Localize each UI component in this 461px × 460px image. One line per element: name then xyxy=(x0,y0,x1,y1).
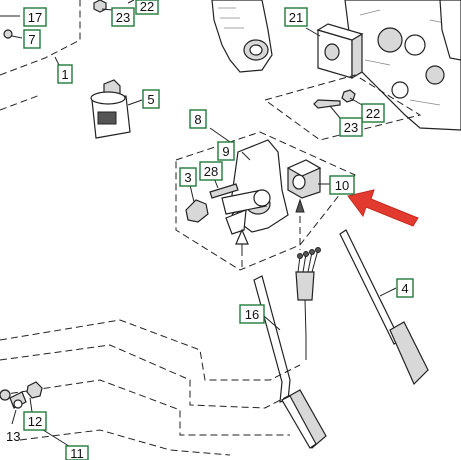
svg-text:22: 22 xyxy=(140,0,154,14)
floor-outline xyxy=(0,319,301,456)
callout-17[interactable]: 17 xyxy=(23,7,47,27)
callout-9[interactable]: 9 xyxy=(217,141,235,161)
callout-12[interactable]: 12 xyxy=(23,411,47,431)
callout-11[interactable]: 11 xyxy=(65,445,89,460)
svg-text:21: 21 xyxy=(289,10,303,25)
knob-3 xyxy=(185,184,209,223)
callout-5[interactable]: 5 xyxy=(142,89,160,109)
callout-16[interactable]: 16 xyxy=(239,304,265,324)
bottom-left-fasteners xyxy=(0,381,73,449)
svg-text:4: 4 xyxy=(401,281,408,296)
label-13: 13 xyxy=(6,429,20,444)
bolt-icon xyxy=(3,29,23,39)
callout-22-top[interactable]: 22 xyxy=(135,0,159,15)
wire-harness xyxy=(295,247,321,360)
svg-text:5: 5 xyxy=(147,92,154,107)
mid-bolts xyxy=(313,89,365,119)
svg-text:7: 7 xyxy=(28,32,35,47)
callout-22-mid[interactable]: 22 xyxy=(361,103,385,123)
assembly-arrows xyxy=(235,198,305,270)
bracket-21 xyxy=(305,23,364,80)
frame-mount-outline xyxy=(264,74,422,141)
callout-7[interactable]: 7 xyxy=(23,29,41,49)
callout-4[interactable]: 4 xyxy=(396,278,414,298)
svg-text:28: 28 xyxy=(204,164,218,179)
svg-text:11: 11 xyxy=(70,446,84,460)
pedal-rod-4 xyxy=(339,229,429,386)
svg-text:12: 12 xyxy=(28,414,42,429)
switch-10 xyxy=(286,159,332,199)
callout-3[interactable]: 3 xyxy=(179,167,197,187)
svg-text:1: 1 xyxy=(61,67,68,82)
svg-text:22: 22 xyxy=(366,106,380,121)
callout-1[interactable]: 1 xyxy=(57,64,73,84)
top-left-assembly xyxy=(0,0,81,111)
tractor-frame xyxy=(211,0,461,131)
svg-text:8: 8 xyxy=(194,112,201,127)
red-pointer-arrow-icon xyxy=(347,189,419,227)
svg-text:16: 16 xyxy=(245,307,259,322)
svg-text:23: 23 xyxy=(116,10,130,25)
callout-23-mid[interactable]: 23 xyxy=(339,117,363,137)
leader-8 xyxy=(209,127,231,143)
plate-9 xyxy=(221,139,289,235)
svg-text:10: 10 xyxy=(335,178,349,193)
svg-text:17: 17 xyxy=(28,10,42,25)
callout-10[interactable]: 10 xyxy=(329,175,355,195)
top-bolts xyxy=(93,0,135,13)
svg-text:23: 23 xyxy=(344,120,358,135)
callout-28[interactable]: 28 xyxy=(199,161,223,181)
pedal-16 xyxy=(253,275,327,449)
svg-text:9: 9 xyxy=(222,144,229,159)
callout-8[interactable]: 8 xyxy=(189,109,207,129)
sensor-5 xyxy=(90,79,143,139)
callout-21[interactable]: 21 xyxy=(284,7,308,27)
svg-text:3: 3 xyxy=(184,170,191,185)
callout-23-top[interactable]: 23 xyxy=(111,7,135,27)
